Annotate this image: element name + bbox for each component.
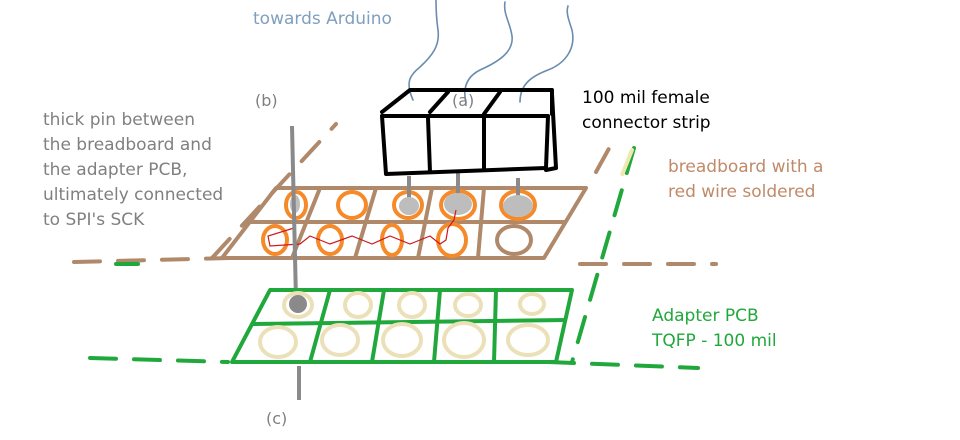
thick-pin-label-line: ultimately connected <box>43 185 224 205</box>
breadboard-plane-left <box>72 256 232 264</box>
pcb-pad <box>442 321 486 359</box>
pcb-pad <box>258 325 298 359</box>
pcb-outline <box>230 288 574 364</box>
connector-label-line: 100 mil female <box>582 88 710 108</box>
breadboard-label-line: red wire soldered <box>668 182 816 202</box>
arduino-wire-2 <box>464 1 513 104</box>
breadboard-hole-unused <box>495 224 533 256</box>
pcb-grid <box>230 288 574 364</box>
connector-strip <box>380 88 558 176</box>
breadboard-hole <box>336 190 368 220</box>
breadboard-hole <box>436 222 468 258</box>
pcb-pad <box>518 292 546 316</box>
pcb-plane-left <box>88 356 230 364</box>
arduino-wires <box>408 0 574 104</box>
thick-pin-pcb-joint <box>289 295 307 313</box>
connector-pin-head <box>399 197 419 215</box>
pcb-pad <box>397 291 427 319</box>
pcb-pad <box>506 323 550 357</box>
pcb-plane <box>88 146 700 370</box>
thick-pin-label-line: the breadboard and <box>43 135 212 155</box>
pcb-pad <box>453 292 483 318</box>
connector-top-divider-1 <box>428 90 450 114</box>
marker-c-label: (c) <box>266 409 288 428</box>
pcb-midline <box>251 318 567 326</box>
thick-pin-label: thick pin between the breadboard and the… <box>43 108 223 233</box>
thick-pin-upper <box>290 125 298 301</box>
connector-top-divider-2 <box>482 90 502 116</box>
connector-pin-head <box>444 193 472 215</box>
pcb-plane-back-right <box>570 146 636 364</box>
pcb-pad <box>381 322 423 358</box>
pcb-divider-3 <box>432 289 442 363</box>
breadboard-plane-back-right <box>594 141 614 174</box>
red-wire <box>267 202 457 247</box>
adapter-label-line: TQFP - 100 mil <box>652 331 777 351</box>
thick-pin-label-line: thick pin between <box>43 110 195 130</box>
marker-a-label: (a) <box>452 91 475 110</box>
arduino-wire-1 <box>408 0 440 101</box>
connector-outline-side <box>544 92 558 172</box>
breadboard-grid <box>220 186 588 260</box>
connector-divider-1 <box>426 116 432 174</box>
breadboard-label: breadboard with a red wire soldered <box>668 155 823 205</box>
pcb-pad <box>343 291 373 319</box>
towards-arduino-label: towards Arduino <box>253 9 392 29</box>
breadboard-divider-2 <box>353 187 378 259</box>
breadboard-depth-dash <box>614 148 634 192</box>
marker-b-label: (b) <box>255 91 278 110</box>
thick-pin-label-line: to SPI's SCK <box>43 210 145 230</box>
connector-label-line: connector strip <box>582 113 711 133</box>
connector-pin-head <box>503 195 533 217</box>
adapter-label-line: Adapter PCB <box>652 306 759 326</box>
pcb-divider-4 <box>492 289 498 363</box>
connector-outline-front <box>380 114 550 176</box>
pcb-pad <box>320 323 360 357</box>
pcb-divider-1 <box>308 289 332 363</box>
arduino-wire-3 <box>519 5 574 103</box>
connector-strip-label: 100 mil female connector strip <box>582 86 711 136</box>
breadboard-divider-4 <box>476 187 486 259</box>
breadboard-hole <box>261 224 289 256</box>
breadboard-divider-3 <box>416 187 434 259</box>
pcb-divider-2 <box>370 289 386 363</box>
breadboard-label-line: breadboard with a <box>668 157 824 177</box>
adapter-pcb-label: Adapter PCB TQFP - 100 mil <box>652 304 777 354</box>
thick-pin-label-line: the adapter PCB, <box>43 160 188 180</box>
